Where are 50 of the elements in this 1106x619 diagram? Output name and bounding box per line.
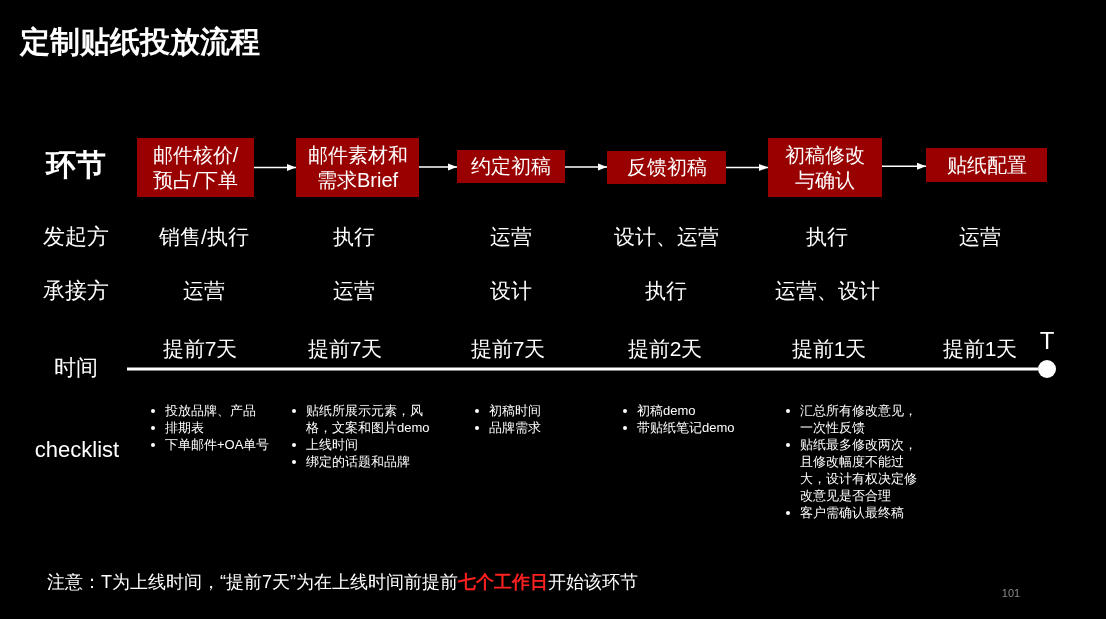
role-text: 执行 — [645, 278, 687, 304]
lead-time-label: 提前7天 — [162, 336, 238, 362]
row-label: 环节 — [46, 147, 106, 183]
checklist-item: 初稿demo — [637, 402, 697, 419]
role-text: 运营 — [183, 278, 225, 304]
process-box: 邮件核价/预占/下单 — [137, 138, 254, 197]
timeline-end-label: T — [1039, 326, 1055, 356]
checklist-item: 上线时间 — [306, 436, 359, 453]
role-text: 运营 — [490, 224, 532, 250]
checklist-item: 贴纸所展示元素，风格，文案和图片demo — [306, 402, 431, 436]
footnote-text: 注意：T为上线时间，“提前7天”为在上线时间前提前七个工作日开始该环节 — [47, 572, 638, 594]
process-box: 反馈初稿 — [607, 151, 726, 184]
row-label: 时间 — [54, 354, 98, 382]
checklist-item: 排期表 — [165, 419, 205, 436]
checklist-item: 下单邮件+OA单号 — [165, 436, 271, 453]
page-title: 定制贴纸投放流程 — [20, 24, 260, 60]
role-text: 运营 — [333, 278, 375, 304]
arrow — [418, 163, 458, 171]
role-text: 销售/执行 — [159, 224, 249, 250]
role-text: 设计、运营 — [613, 224, 719, 250]
role-text: 设计 — [490, 278, 532, 304]
lead-time-label: 提前2天 — [627, 336, 703, 362]
arrow — [253, 163, 297, 172]
lead-time-label: 提前7天 — [470, 336, 546, 362]
lead-time-label: 提前7天 — [307, 336, 383, 362]
arrow — [564, 163, 608, 171]
role-text: 运营 — [959, 224, 1001, 250]
role-text: 执行 — [806, 224, 848, 250]
row-label: 发起方 — [43, 223, 109, 251]
checklist-item: 带贴纸笔记demo — [637, 419, 736, 436]
checklist-item: 绑定的话题和品牌 — [306, 453, 411, 470]
lead-time-label: 提前1天 — [942, 336, 1018, 362]
lead-time-label: 提前1天 — [791, 336, 867, 362]
arrow — [881, 162, 927, 170]
process-box: 约定初稿 — [457, 150, 565, 183]
process-box: 初稿修改与确认 — [768, 138, 882, 197]
checklist-item: 汇总所有修改意见，一次性反馈 — [800, 402, 918, 436]
checklist-item: 贴纸最多修改两次，且修改幅度不能过大，设计有权决定修改意见是否合理 — [800, 436, 918, 504]
checklist-item: 初稿时间 — [489, 402, 542, 419]
page-number: 101 — [1001, 587, 1021, 601]
process-box: 邮件素材和需求Brief — [296, 138, 419, 197]
process-box: 贴纸配置 — [926, 148, 1047, 182]
row-label: checklist — [34, 436, 120, 464]
role-text: 执行 — [333, 224, 375, 250]
role-text: 运营、设计 — [774, 278, 880, 304]
checklist-item: 品牌需求 — [489, 419, 542, 436]
checklist-item: 投放品牌、产品 — [165, 402, 257, 419]
row-label: 承接方 — [43, 277, 109, 305]
arrow — [725, 163, 769, 172]
checklist-item: 客户需确认最终稿 — [800, 504, 905, 521]
